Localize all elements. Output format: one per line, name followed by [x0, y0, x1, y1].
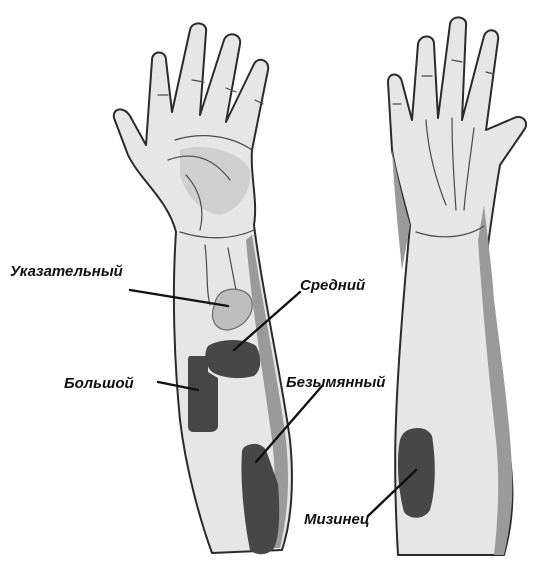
- label-index: Указательный: [10, 263, 123, 280]
- label-ring: Безымянный: [286, 374, 385, 391]
- label-thumb: Большой: [64, 375, 134, 392]
- left-arm-palm-view: [114, 23, 292, 554]
- right-arm-back-view: [388, 17, 526, 555]
- region-middle: [205, 340, 260, 378]
- region-little: [398, 428, 435, 518]
- label-middle: Средний: [300, 277, 365, 294]
- label-little: Мизинец: [304, 511, 370, 528]
